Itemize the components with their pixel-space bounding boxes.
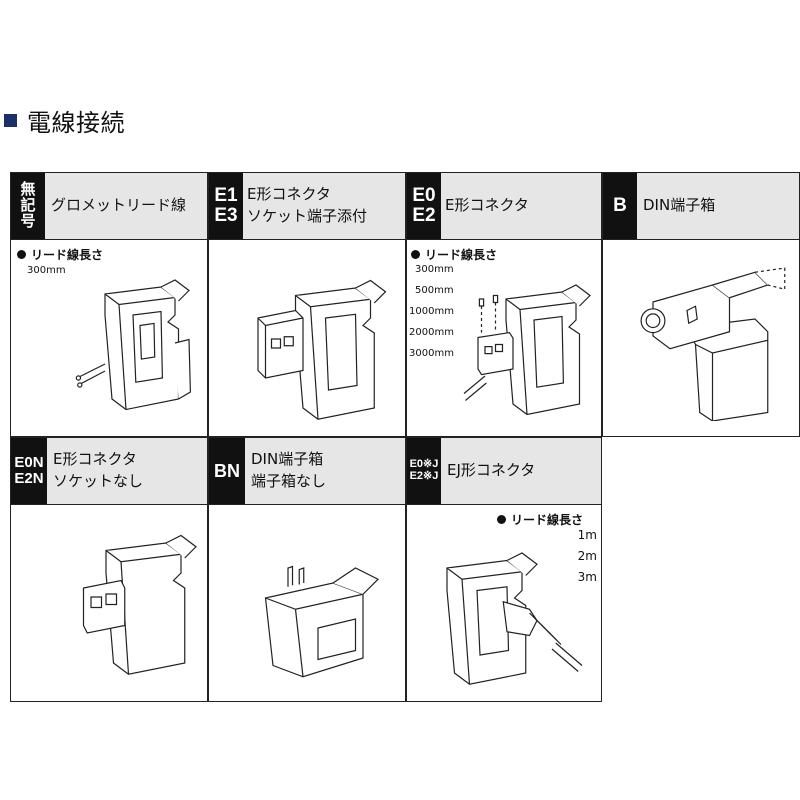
e0-e2-length-option: 500mm — [415, 285, 454, 296]
option-e1-e3: E1 E3 E形コネクタ ソケット端子添付 — [208, 172, 406, 437]
e0-e2-length-option: 300mm — [415, 264, 454, 275]
option-grommet-label: グロメットリード線 — [51, 196, 187, 215]
ej-lead-note: リード線長さ — [497, 511, 583, 528]
option-ej-label: EJ形コネクタ — [447, 461, 536, 480]
option-bn-label: DIN端子箱 端子箱なし — [251, 450, 327, 490]
section-title-text: 電線接続 — [27, 108, 125, 137]
option-grommet: 無 記 号 グロメットリード線 リード線長さ 300mm — [10, 172, 208, 437]
option-e1-e3-code: E1 E3 — [209, 173, 243, 239]
grommet-valve-drawing — [63, 273, 203, 413]
option-b-code: B — [603, 173, 637, 239]
bullet-icon — [17, 250, 26, 259]
ej-length-option: 1m — [577, 528, 597, 542]
title-square-icon — [4, 113, 17, 127]
option-e0-e2-code: E0 E2 — [407, 173, 441, 239]
e0-e2-valve-drawing — [457, 278, 597, 418]
option-e0-e2-label: E形コネクタ — [445, 196, 529, 215]
bn-valve-drawing — [243, 538, 393, 688]
e0-e2-length-option: 1000mm — [409, 306, 454, 317]
bullet-icon — [411, 250, 420, 259]
ej-length-option: 2m — [577, 549, 597, 563]
option-e0n-e2n-code: E0N E2N — [11, 438, 47, 504]
e0-e2-lead-note: リード線長さ — [411, 246, 497, 263]
ej-valve-drawing — [417, 538, 597, 688]
option-grommet-header: 無 記 号 グロメットリード線 — [11, 173, 207, 240]
e0n-e2n-valve-drawing — [61, 528, 211, 678]
option-bn: BN DIN端子箱 端子箱なし — [208, 437, 406, 702]
ej-length-option: 3m — [577, 570, 597, 584]
grommet-length-option: 300mm — [27, 265, 66, 276]
e1-e3-valve-drawing — [243, 273, 393, 423]
grommet-lead-note: リード線長さ — [17, 246, 103, 263]
option-e0-e2-header: E0 E2 E形コネクタ — [407, 173, 601, 240]
section-title: 電線接続 — [4, 104, 125, 137]
option-grommet-code: 無 記 号 — [11, 173, 45, 239]
option-e1-e3-label: E形コネクタ ソケット端子添付 — [247, 185, 368, 225]
option-b-label: DIN端子箱 — [643, 196, 716, 215]
b-valve-drawing — [619, 251, 789, 421]
option-e1-e3-header: E1 E3 E形コネクタ ソケット端子添付 — [209, 173, 405, 240]
bullet-icon — [497, 515, 506, 524]
option-e0-e2: E0 E2 E形コネクタ リード線長さ 300mm 500mm 1000mm 2… — [406, 172, 602, 437]
option-b: B DIN端子箱 — [602, 172, 800, 437]
option-e0n-e2n-label: E形コネクタ ソケットなし — [53, 450, 144, 490]
option-bn-code: BN — [209, 438, 245, 504]
option-b-header: B DIN端子箱 — [603, 173, 799, 240]
option-ej-header: E0※J E2※J EJ形コネクタ — [407, 438, 601, 505]
option-ej-code: E0※J E2※J — [407, 438, 441, 504]
option-e0n-e2n-header: E0N E2N E形コネクタ ソケットなし — [11, 438, 207, 505]
option-bn-header: BN DIN端子箱 端子箱なし — [209, 438, 405, 505]
e0-e2-length-option: 2000mm — [409, 327, 454, 338]
option-ej: E0※J E2※J EJ形コネクタ リード線長さ 1m 2m 3m — [406, 437, 602, 702]
option-e0n-e2n: E0N E2N E形コネクタ ソケットなし — [10, 437, 208, 702]
e0-e2-length-option: 3000mm — [409, 348, 454, 359]
